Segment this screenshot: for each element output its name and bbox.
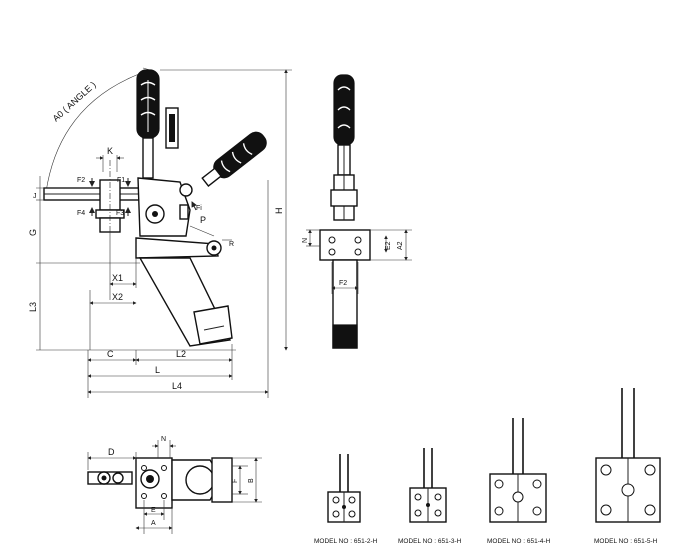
G-label: G [28, 229, 38, 236]
P-label: P [200, 215, 206, 225]
angle-label: A0 ( ANGLE ) [51, 80, 98, 124]
model-651-2-H: MODEL NO : 651-2-H [314, 454, 378, 545]
angled-handle [201, 131, 267, 188]
H-label: H [274, 208, 284, 215]
B-label: B [248, 478, 255, 483]
F4-label: F4 [77, 210, 85, 217]
model-caption-2: MODEL NO : 651-3-H [398, 538, 462, 545]
C-label: C [107, 349, 114, 359]
main-side-view: A0 ( ANGLE ) K [28, 67, 292, 398]
front-base-plate [319, 229, 371, 261]
L2-label: L2 [176, 349, 186, 359]
front-view: N E2 A2 F2 [302, 74, 412, 349]
F1-label: F1 [117, 177, 125, 184]
vertical-handle [136, 69, 160, 179]
F2-side-label: F2 [339, 280, 347, 287]
A-label: A [151, 520, 156, 527]
model-caption-3: MODEL NO : 651-4-H [487, 538, 551, 545]
N-bottom-label: N [161, 436, 166, 443]
cylinder [138, 257, 233, 347]
F3-label: F3 [116, 210, 124, 217]
F-label: F [232, 479, 239, 483]
E2-label: E2 [385, 241, 392, 250]
N-label: N [302, 238, 309, 243]
angle-arc [45, 69, 151, 193]
model-caption-1: MODEL NO : 651-2-H [314, 538, 378, 545]
L3-label: L3 [28, 302, 38, 312]
clamp-body [137, 177, 193, 237]
linkage-arm [135, 237, 222, 259]
L4-label: L4 [172, 381, 182, 391]
K-label: K [107, 146, 113, 156]
E-label: E [151, 507, 156, 514]
model-651-4-H: MODEL NO : 651-4-H [487, 418, 551, 545]
X2-label: X2 [112, 292, 123, 302]
model-651-3-H: MODEL NO : 651-3-H [398, 448, 462, 545]
model-651-5-H: MODEL NO : 651-5-H [594, 388, 661, 545]
D-label: D [108, 447, 115, 457]
A2-label: A2 [397, 241, 404, 250]
J-label: J [33, 193, 37, 200]
X1-label: X1 [112, 273, 123, 283]
front-handle [333, 74, 355, 146]
R-label: R [229, 241, 234, 248]
F2-label: F2 [77, 177, 85, 184]
model-caption-4: MODEL NO : 651-5-H [594, 538, 658, 545]
Fi-label: Fi [196, 205, 202, 212]
L-label: L [155, 365, 160, 375]
top-view: D N F B E A [87, 436, 262, 534]
label-plate [165, 107, 179, 149]
